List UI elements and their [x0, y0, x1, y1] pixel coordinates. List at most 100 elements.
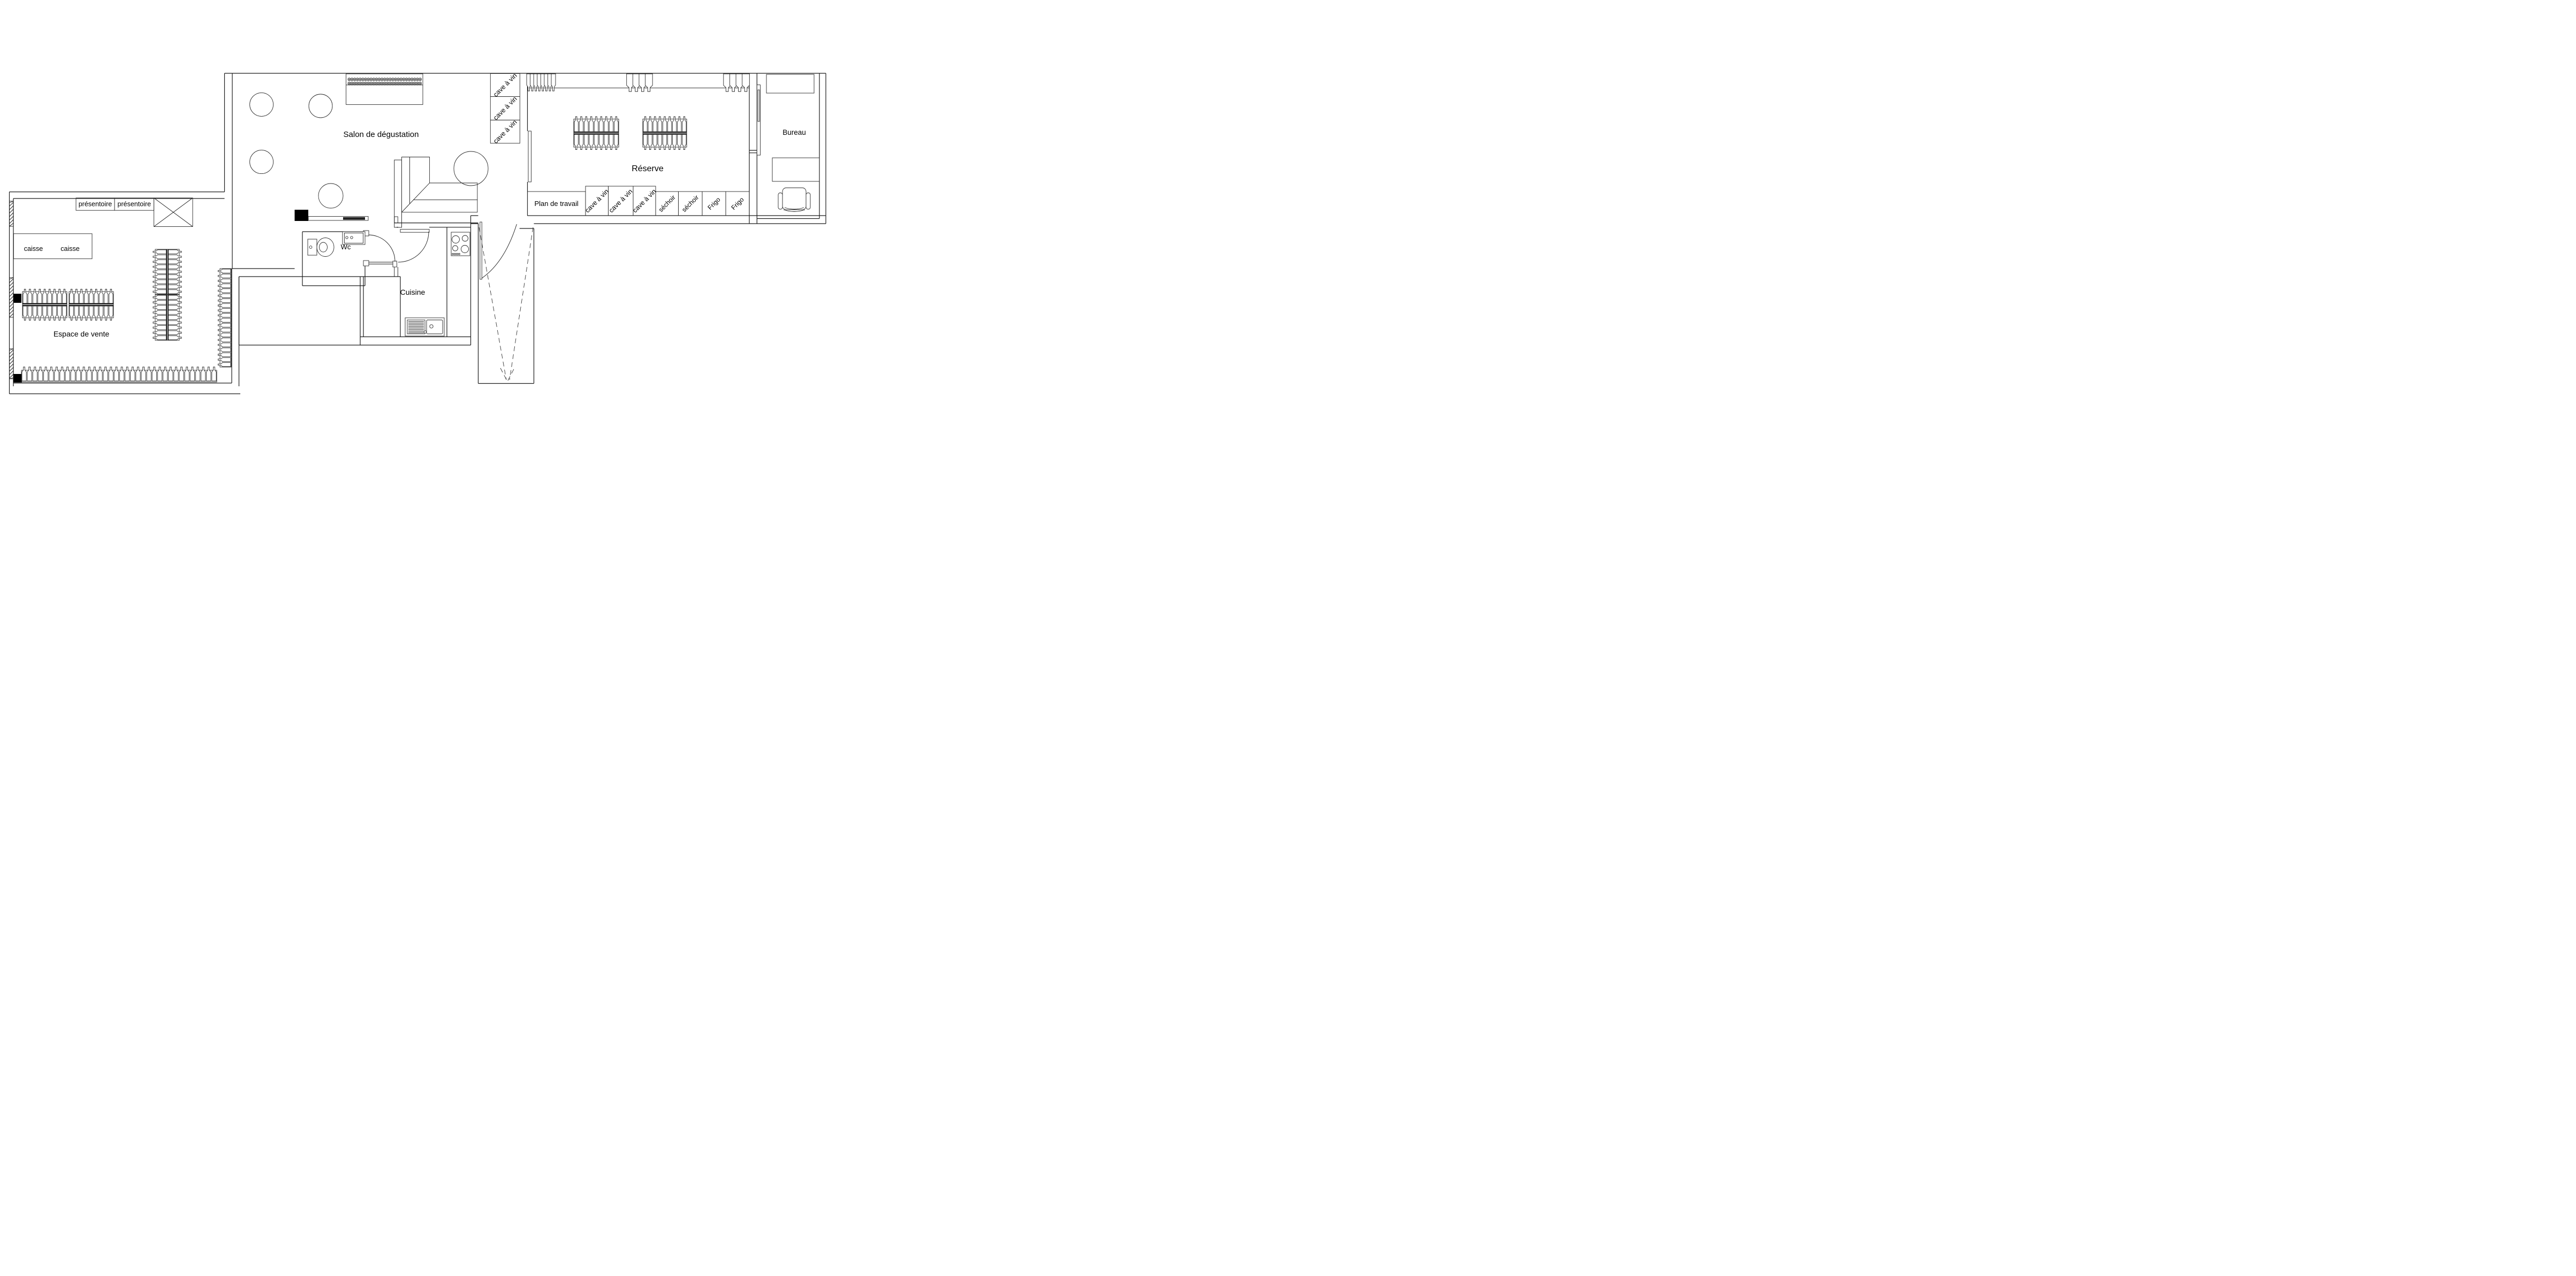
doors-layer — [363, 85, 761, 280]
wine-bottle-icon — [672, 116, 677, 132]
room-label-cuisine: Cuisine — [400, 288, 425, 296]
wine-bottle-icon — [135, 366, 141, 381]
wine-bottle-icon — [153, 300, 166, 305]
room-label-sales-area: Espace de vente — [54, 330, 110, 338]
wc-wall — [302, 231, 366, 286]
wine-bottle-icon — [74, 305, 79, 320]
wine-bottle-icon — [168, 300, 182, 305]
wine-bottle-icon — [92, 366, 97, 381]
wine-bottle-icon — [168, 330, 182, 335]
wine-bottle-icon — [153, 295, 166, 300]
wine-bottle-icon — [218, 362, 231, 367]
wine-bottle-icon — [37, 305, 42, 320]
wine-bottle-icon — [69, 289, 74, 304]
wine-bottle-icon — [168, 249, 182, 254]
wine-bottle-icon — [648, 116, 652, 132]
wine-bottle-icon — [119, 366, 125, 381]
wall-pillar — [13, 374, 22, 383]
wine-bottle-icon — [168, 315, 182, 320]
office-chair-icon — [778, 187, 811, 212]
wine-bottle-icon — [37, 366, 43, 381]
wine-bottle-icon — [81, 366, 87, 381]
tasting-counter-detail — [401, 157, 477, 213]
wine-bottle-icon — [662, 134, 667, 150]
room-label-bureau: Bureau — [782, 128, 806, 136]
wine-bottle-icon — [682, 116, 687, 132]
wall-pillar — [13, 294, 21, 303]
wine-bottle-icon — [130, 366, 135, 381]
wine-bottle-icon — [89, 289, 94, 304]
wine-bottle-icon — [173, 366, 179, 381]
wine-bottle-icon — [153, 269, 166, 274]
wine-bottle-icon — [153, 284, 166, 289]
wine-bottle-icon — [168, 335, 182, 340]
wine-bottle-icon — [52, 289, 57, 304]
checkout-counter — [13, 233, 93, 259]
wine-bottle-icon — [218, 352, 231, 357]
wine-bottle-icon — [574, 134, 579, 150]
wine-bottle-icon — [168, 305, 182, 310]
walls-layer — [9, 73, 826, 394]
wc-counter-inset — [343, 217, 365, 220]
cuisine-door-leaf — [400, 229, 430, 233]
wine-rack — [218, 268, 232, 368]
wine-bottle-icon — [153, 310, 166, 315]
wine-bottle-icon — [97, 366, 103, 381]
wine-cabinet-label: cave à vin — [492, 118, 519, 145]
wine-bottle-icon — [652, 134, 657, 150]
furniture-generated-layer — [9, 73, 750, 383]
wine-bottle-icon — [21, 366, 27, 381]
wine-bottle-icon — [218, 323, 231, 327]
wc-counter — [308, 216, 369, 221]
wine-cabinet-label: cave à vin — [492, 95, 519, 122]
entrance-door-leaf — [480, 221, 482, 280]
wine-bottle-icon — [70, 366, 75, 381]
wine-bottle-icon — [195, 366, 201, 381]
wine-bottle-icon — [218, 342, 231, 347]
kitchen-sink-icon — [405, 317, 445, 337]
wine-bottle-icon — [584, 116, 589, 132]
wine-bottle-icon — [594, 134, 599, 150]
wine-bottle-icon — [218, 284, 231, 288]
wine-bottle-icon — [59, 366, 65, 381]
wine-bottle-icon — [614, 134, 619, 150]
wine-rack — [22, 289, 67, 320]
wine-bottle-icon — [579, 134, 584, 150]
checkout-label: caisse — [24, 245, 43, 253]
wine-bottle-icon — [157, 366, 163, 381]
wine-bottle-icon — [168, 254, 182, 259]
wine-bottle-icon — [153, 254, 166, 259]
wine-bottle-icon — [168, 284, 182, 289]
wine-bottle-icon — [27, 305, 32, 320]
wine-bottle-icon — [47, 289, 52, 304]
wine-bottle-icon — [677, 116, 682, 132]
wine-bottle-icon — [42, 305, 47, 320]
cuisine-wall — [360, 216, 472, 346]
wine-rack — [153, 294, 182, 341]
bureau-wall — [757, 73, 820, 219]
wine-bottle-icon — [667, 134, 672, 150]
door-jamb — [394, 216, 398, 224]
wine-bottle-icon — [98, 305, 104, 320]
fridge-label: Frigo — [730, 196, 745, 211]
wc-door-arc — [368, 234, 396, 262]
worktop-label: Plan de travail — [535, 200, 579, 208]
wall-window-hatch — [9, 201, 14, 227]
wine-bottle-icon — [98, 289, 104, 304]
wine-bottle-icon — [168, 279, 182, 284]
wine-bottle-icon — [168, 274, 182, 279]
wine-bottle-icon — [742, 73, 750, 92]
dryer-label: séchoir — [680, 194, 700, 213]
wine-bottle-icon — [151, 366, 157, 381]
wine-bottle-icon — [599, 134, 604, 150]
wine-rack — [21, 366, 217, 383]
wine-bottle-icon — [643, 116, 648, 132]
entrance-path-marking — [478, 227, 534, 382]
wine-bottle-icon — [87, 366, 92, 381]
wall-window-hatch — [9, 277, 14, 318]
wine-bottle-icon — [153, 279, 166, 284]
wine-bottle-icon — [47, 305, 52, 320]
wine-bottle-icon — [594, 116, 599, 132]
wine-bottle-icon — [32, 305, 37, 320]
wine-bottle-icon — [109, 305, 113, 320]
